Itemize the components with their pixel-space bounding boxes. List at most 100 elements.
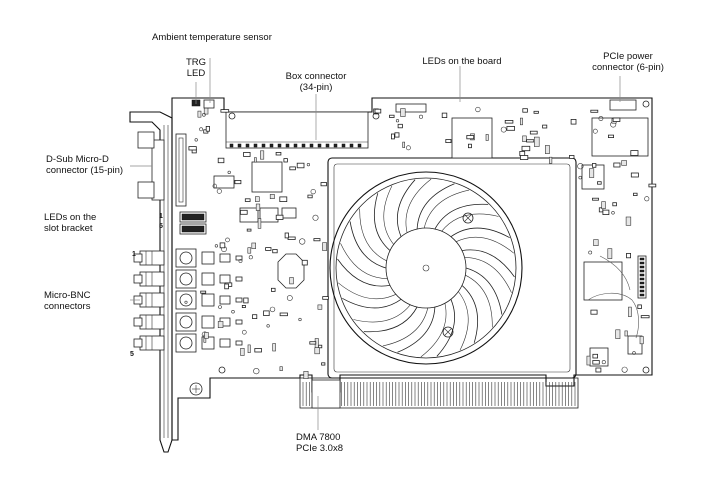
- smd-component: [522, 108, 528, 113]
- smd-component: [240, 347, 245, 356]
- led-pin-5-marker: 5: [159, 223, 163, 230]
- via-pad: [202, 113, 206, 117]
- fan-blade-edge: [465, 274, 493, 328]
- box-pin: [229, 143, 234, 148]
- via-pad: [588, 250, 593, 255]
- fan-blade-edge: [455, 236, 514, 254]
- smd-component: [204, 332, 209, 339]
- smd-component: [592, 360, 600, 365]
- bnc-tip: [133, 338, 143, 348]
- bnc-pin-5-marker: 5: [130, 351, 134, 358]
- smd-component: [289, 277, 294, 285]
- smd-component: [630, 172, 639, 178]
- smd-component: [269, 194, 275, 199]
- bnc-resistor: [219, 274, 231, 284]
- fan-blade: [396, 179, 416, 237]
- smd-component: [243, 297, 249, 304]
- via-pad: [299, 238, 306, 245]
- fan-blade: [450, 227, 510, 239]
- dsub-connector: [137, 131, 187, 207]
- smd-component: [570, 119, 577, 125]
- bnc-cap: [235, 297, 243, 303]
- bnc-mount: [175, 290, 197, 310]
- smd-component: [592, 197, 599, 201]
- cable-wire: [587, 255, 639, 339]
- smd-component: [602, 209, 610, 216]
- led-pin-1-marker: 1: [159, 213, 163, 220]
- fan-blade: [461, 285, 479, 343]
- bnc-filter: [201, 272, 215, 286]
- header-pin: [639, 281, 645, 285]
- via-pad: [216, 188, 222, 194]
- fan-blade: [337, 258, 391, 287]
- smd-component: [254, 157, 257, 163]
- box-pin: [269, 143, 274, 148]
- small-components: [184, 99, 657, 379]
- header-pin: [639, 277, 645, 281]
- header-strip: [637, 255, 647, 299]
- via-pad: [395, 119, 400, 123]
- smd-component: [569, 155, 575, 159]
- via-pad: [611, 211, 615, 215]
- smd-component: [219, 242, 226, 249]
- smd-component: [613, 162, 621, 168]
- smd-component: [320, 182, 327, 187]
- mounting-screw: [189, 382, 203, 396]
- via-pad: [214, 244, 218, 248]
- box-pin: [261, 143, 266, 148]
- dsub-line-1: D-Sub Micro-D: [46, 154, 109, 165]
- fan-blade-edge: [359, 208, 387, 262]
- smd-component: [466, 135, 475, 140]
- smd-component: [542, 124, 548, 129]
- fan-blade: [363, 306, 418, 333]
- bnc-cap: [235, 340, 243, 346]
- smd-component: [200, 290, 207, 294]
- smd-component: [589, 168, 595, 178]
- via-pad: [231, 310, 235, 314]
- callout-lines: [130, 58, 621, 430]
- smd-component: [244, 198, 251, 202]
- smd-component: [317, 304, 323, 310]
- bnc-mount: [175, 333, 197, 353]
- smd-component: [628, 306, 632, 318]
- box-pin: [341, 143, 346, 148]
- via-pad: [225, 237, 230, 243]
- box-pin: [285, 143, 290, 148]
- smd-component: [595, 367, 602, 373]
- header-pin: [639, 269, 645, 273]
- bnc-resistor: [219, 295, 231, 305]
- smd-component: [612, 117, 621, 122]
- smd-component: [257, 218, 262, 229]
- smd-component: [246, 228, 252, 232]
- box-pin: [293, 143, 298, 148]
- bnc-cap: [235, 319, 243, 325]
- smd-component: [313, 238, 321, 242]
- box-pin: [277, 143, 282, 148]
- header-pin: [639, 289, 645, 293]
- smd-component: [279, 366, 283, 372]
- fan-blade-edge: [458, 291, 469, 351]
- box-pin: [253, 143, 258, 148]
- header-pin: [639, 265, 645, 269]
- ambient-temperature-sensor-text: Ambient temperature sensor: [152, 32, 272, 43]
- box-connector: [225, 111, 369, 149]
- box-pin: [301, 143, 306, 148]
- fan-blade-edge: [382, 307, 429, 347]
- pcie-power-connector-label: PCIe power connector (6-pin): [578, 51, 678, 73]
- pcie-power-line-2: connector (6-pin): [592, 62, 664, 73]
- via-pad: [601, 360, 606, 365]
- trg-led-label: TRG LED: [176, 57, 216, 79]
- smd-component: [255, 196, 260, 202]
- smd-component: [289, 166, 296, 171]
- fan-blade: [342, 297, 402, 309]
- via-pad: [578, 175, 582, 180]
- pcie-key-gap: [311, 379, 341, 409]
- via-pad: [194, 138, 198, 142]
- box-pin: [325, 143, 330, 148]
- dma-line-2: PCIe 3.0x8: [296, 443, 343, 454]
- smd-component: [322, 296, 329, 300]
- fan-blade-edge: [383, 185, 394, 245]
- smd-component: [597, 181, 602, 185]
- bnc-filter: [201, 293, 215, 307]
- smd-component: [322, 242, 327, 251]
